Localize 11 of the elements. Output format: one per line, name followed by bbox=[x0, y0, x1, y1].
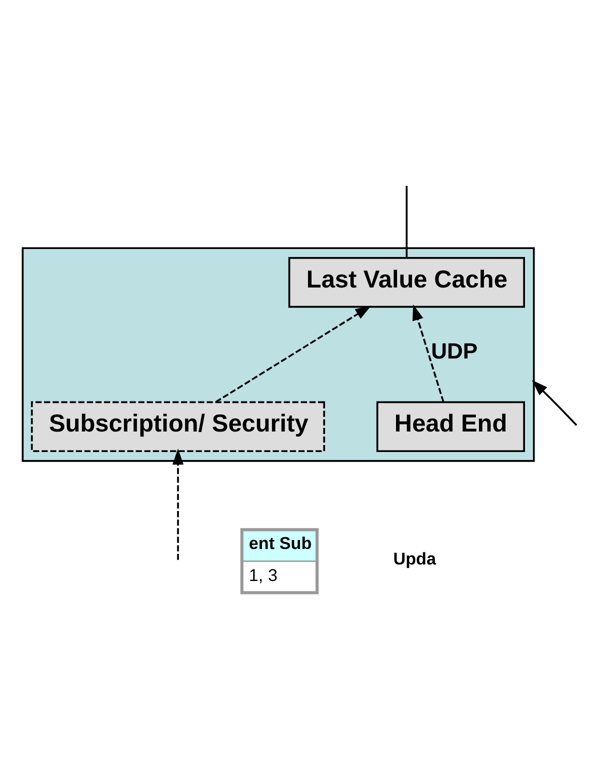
edge-label: UDP bbox=[431, 338, 478, 364]
arrow bbox=[172, 448, 184, 560]
node-box: Last Value Cache bbox=[288, 257, 525, 308]
arrow bbox=[532, 380, 578, 426]
connector bbox=[406, 186, 408, 258]
label: Upda bbox=[393, 550, 436, 568]
arrow bbox=[412, 304, 444, 402]
node-box: Head End bbox=[376, 401, 525, 452]
node-box: Subscription/ Security bbox=[30, 401, 326, 452]
cluster bbox=[22, 247, 535, 462]
arrow bbox=[215, 306, 372, 403]
